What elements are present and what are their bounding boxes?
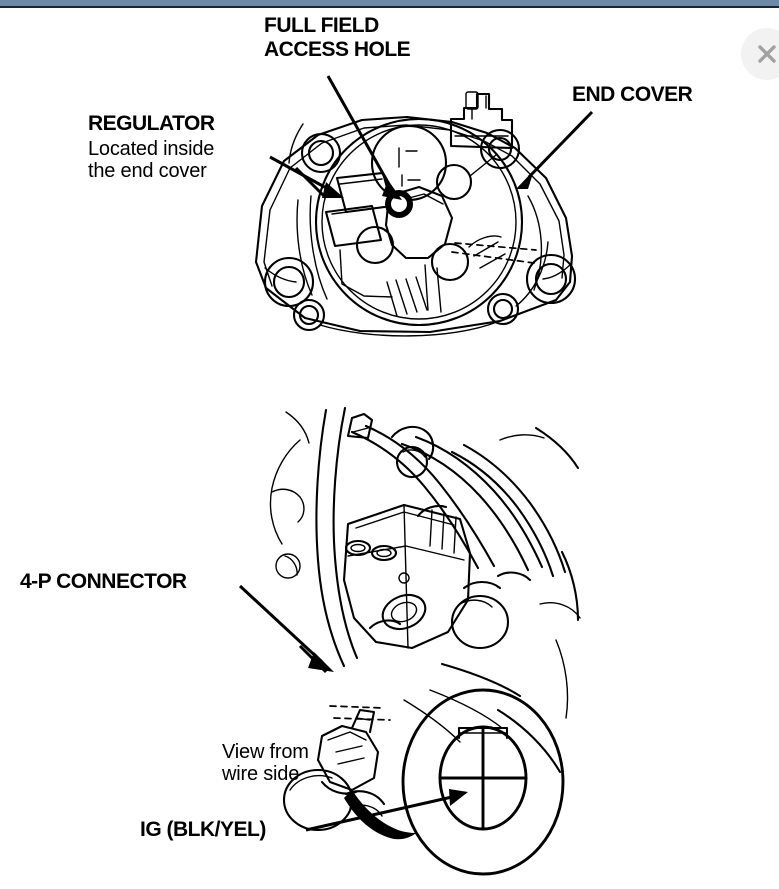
leader-4p-connector-b [298,644,328,674]
close-glyph [758,45,776,63]
connector-wire [344,790,416,840]
leader-4p-connector [238,584,324,664]
arrowhead-full-field [382,180,402,200]
leader-full-field [326,75,392,187]
leader-ig [305,795,453,832]
panel-alternator-end-cover [254,91,577,337]
leader-end-cover [527,110,594,179]
callout-ig-terminal: IG (BLK/YEL) [140,818,266,841]
callout-arrows-panel2 [238,584,468,832]
panel-connector-detail [401,688,565,876]
callout-full-field-access-hole: FULL FIELD ACCESS HOLE [264,14,411,61]
arrowhead-regulator [322,182,344,198]
viewer-top-bar [0,0,779,8]
callout-4p-connector: 4-P CONNECTOR [20,570,187,593]
callout-regulator-description: Located inside the end cover [88,138,215,183]
arrowhead-ig [449,789,468,806]
arrowhead-end-cover [516,170,534,189]
arrowhead-4p-connector [308,652,334,672]
callout-regulator: REGULATOR [88,112,215,135]
callout-view-from-wire-side: View from wire side [222,741,309,786]
close-icon[interactable] [741,28,779,80]
callout-arrows-panel1 [269,75,594,200]
callout-end-cover: END COVER [572,83,693,106]
leader-regulator-b [294,166,328,200]
panel-engine-bay [269,406,581,840]
